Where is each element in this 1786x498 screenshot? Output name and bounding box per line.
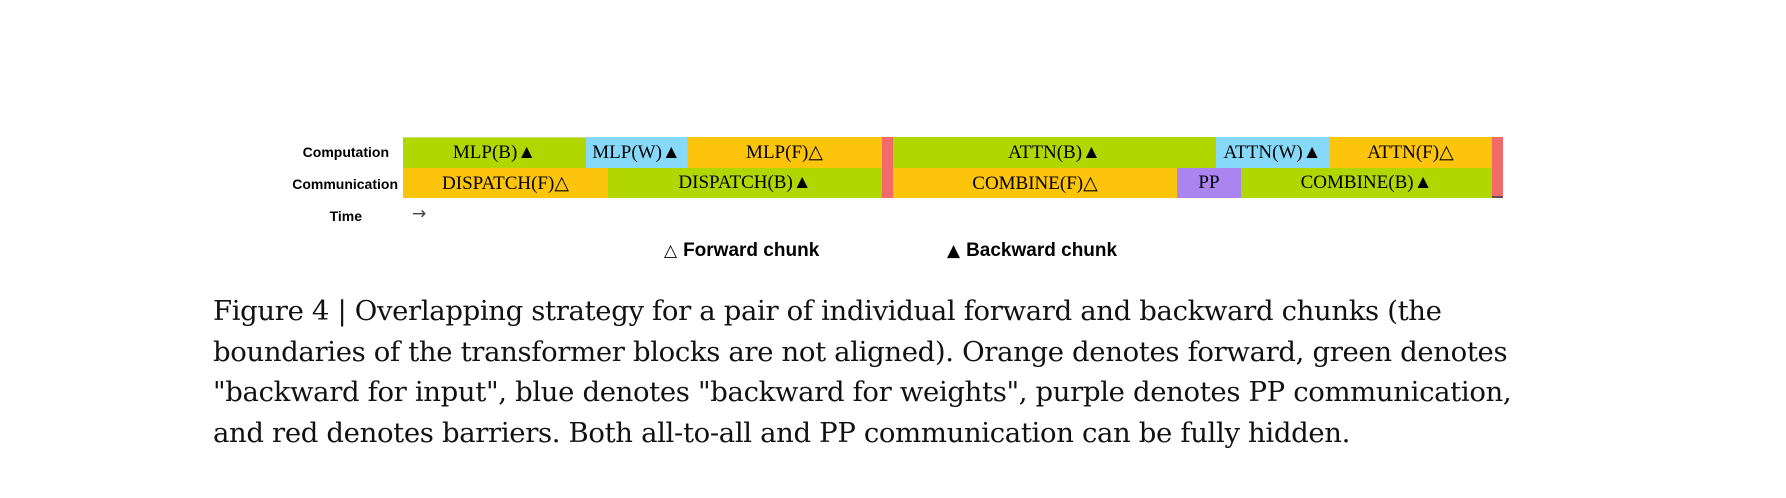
block-label: DISPATCH(B)▲	[678, 172, 812, 193]
block-attn-f: ATTN(F)△	[1329, 137, 1492, 168]
block-combine-b: COMBINE(B)▲	[1241, 168, 1492, 198]
figure-caption: Figure 4 | Overlapping strategy for a pa…	[213, 291, 1583, 453]
block-label: COMBINE(F)△	[972, 172, 1098, 194]
block-attn-w: ATTN(W)▲	[1216, 137, 1329, 168]
row-label-communication: Communication	[292, 176, 398, 192]
block-label: PP	[1198, 172, 1220, 193]
row-label-computation: Computation	[302, 144, 389, 160]
block-dispatch-b: DISPATCH(B)▲	[608, 168, 882, 198]
legend-backward: ▲Backward chunk	[947, 240, 1117, 262]
block-label: ATTN(B)▲	[1008, 141, 1101, 163]
filled-triangle-icon: ▲	[947, 241, 961, 261]
time-arrow-icon: →	[412, 204, 427, 224]
caption-line-4: and red denotes barriers. Both all-to-al…	[213, 416, 1351, 449]
caption-line-2: boundaries of the transformer blocks are…	[213, 335, 1508, 368]
block-mlp-b: MLP(B)▲	[403, 137, 586, 168]
row-label-time: Time	[329, 208, 362, 224]
barrier-1	[882, 137, 893, 198]
block-mlp-w: MLP(W)▲	[586, 137, 687, 168]
block-pp: PP	[1177, 168, 1241, 198]
barrier-2	[1492, 137, 1503, 198]
block-label: ATTN(W)▲	[1223, 141, 1322, 163]
block-dispatch-f: DISPATCH(F)△	[403, 168, 608, 198]
legend-forward: △Forward chunk	[664, 240, 819, 262]
block-combine-f: COMBINE(F)△	[893, 168, 1177, 198]
block-label: MLP(B)▲	[452, 142, 537, 163]
legend-forward-label: Forward chunk	[683, 240, 820, 261]
block-attn-b: ATTN(B)▲	[893, 137, 1216, 168]
block-label: DISPATCH(F)△	[442, 172, 569, 194]
caption-line-1: Figure 4 | Overlapping strategy for a pa…	[213, 295, 1442, 327]
caption-line-3: "backward for input", blue denotes "back…	[213, 376, 1512, 408]
block-label: COMBINE(B)▲	[1300, 172, 1433, 193]
block-label: ATTN(F)△	[1367, 142, 1454, 163]
hollow-triangle-icon: △	[664, 241, 678, 261]
legend-backward-label: Backward chunk	[966, 240, 1118, 261]
block-label: MLP(F)△	[746, 142, 823, 163]
block-mlp-f: MLP(F)△	[687, 137, 882, 168]
block-label: MLP(W)▲	[592, 141, 681, 163]
